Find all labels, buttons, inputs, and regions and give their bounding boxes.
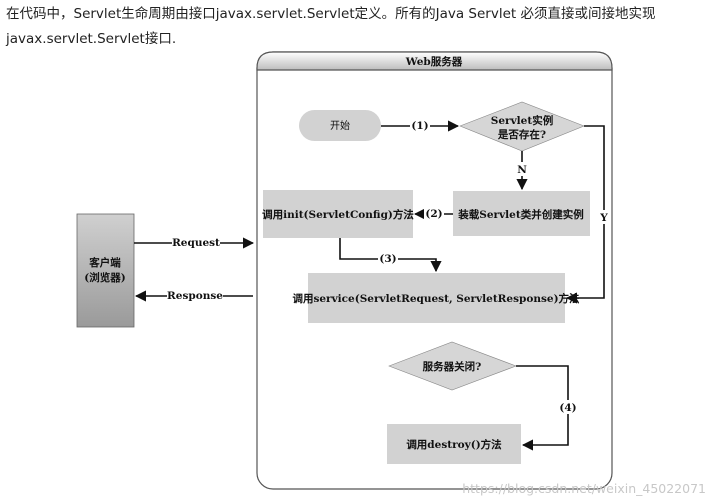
call-service-label: 调用service(ServletRequest, ServletRespons… bbox=[292, 292, 580, 305]
decision-shutdown-label: 服务器关闭? bbox=[423, 360, 482, 373]
step-1-label: (1) bbox=[411, 120, 428, 132]
load-class-label: 装载Servlet类并创建实例 bbox=[457, 208, 583, 221]
branch-yes-label: Y bbox=[599, 212, 608, 224]
intro-paragraph: 在代码中，Servlet生命周期由接口javax.servlet.Servlet… bbox=[6, 2, 706, 52]
request-label: Request bbox=[172, 237, 220, 249]
call-init-box: 调用init(ServletConfig)方法 bbox=[262, 190, 414, 238]
step-2-label: (2) bbox=[425, 208, 442, 220]
call-init-label: 调用init(ServletConfig)方法 bbox=[262, 208, 414, 221]
decision-server-shutdown: 服务器关闭? bbox=[388, 341, 517, 391]
server-title: Web服务器 bbox=[405, 55, 463, 68]
start-label: 开始 bbox=[330, 119, 350, 132]
client-line1: 客户端 bbox=[88, 256, 121, 269]
intro-line-2: javax.servlet.Servlet接口. bbox=[6, 31, 177, 47]
decision-exists-line1: Servlet实例 bbox=[491, 114, 553, 127]
call-service-box: 调用service(ServletRequest, ServletRespons… bbox=[292, 273, 580, 323]
client-box: 客户端 (浏览器) bbox=[76, 213, 135, 328]
start-node: 开始 bbox=[299, 110, 381, 141]
call-destroy-label: 调用destroy()方法 bbox=[406, 438, 502, 451]
watermark-url: https://blog.csdn.net/weixin_45022071 bbox=[462, 481, 706, 496]
step-4-label: (4) bbox=[559, 402, 576, 414]
response-label: Response bbox=[167, 290, 223, 302]
step-3-label: (3) bbox=[379, 253, 396, 265]
client-line2: (浏览器) bbox=[84, 271, 125, 284]
call-destroy-box: 调用destroy()方法 bbox=[387, 424, 521, 464]
decision-exists-line2: 是否存在? bbox=[497, 128, 546, 141]
load-class-box: 装载Servlet类并创建实例 bbox=[453, 191, 590, 236]
intro-line-1: 在代码中，Servlet生命周期由接口javax.servlet.Servlet… bbox=[6, 6, 656, 22]
branch-no-label: N bbox=[517, 164, 527, 176]
